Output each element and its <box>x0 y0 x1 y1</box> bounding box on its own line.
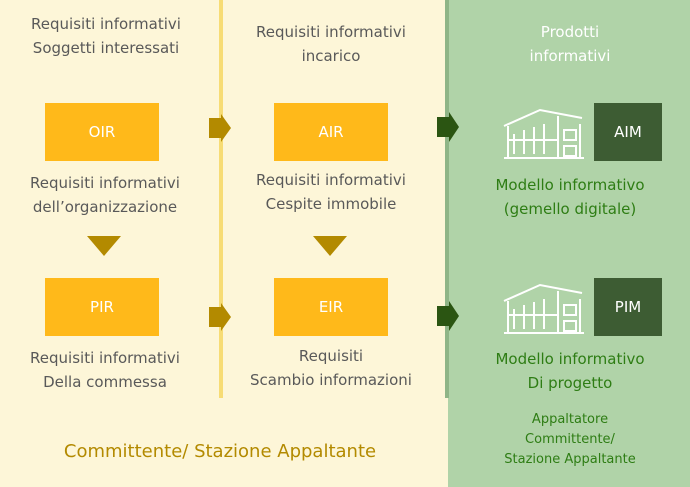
col3-desc-top: Modello informativo (gemello digitale) <box>470 173 670 221</box>
stakeholder-zone <box>0 0 448 487</box>
col1-desc-top-line1: Requisiti informativi <box>30 174 180 192</box>
col2-header-line1: Requisiti informativi <box>256 23 406 41</box>
pir-box: PIR <box>45 278 159 336</box>
eir-box: EIR <box>274 278 388 336</box>
col1-desc-top: Requisiti informativi dell’organizzazion… <box>0 171 210 219</box>
col3-desc-top-line1: Modello informativo <box>495 176 645 194</box>
zone-divider <box>445 0 449 398</box>
arrow-right-icon <box>209 114 231 142</box>
column-divider <box>219 0 223 398</box>
col2-desc-top-line2: Cespite immobile <box>265 195 397 213</box>
building-icon <box>503 283 584 334</box>
col1-desc-bottom: Requisiti informativi Della commessa <box>0 346 210 394</box>
col3-desc-top-line2: (gemello digitale) <box>503 200 637 218</box>
arrow-down-icon <box>87 236 121 256</box>
col3-desc-bottom-line2: Di progetto <box>527 374 613 392</box>
arrow-down-icon <box>313 236 347 256</box>
col3-header-line2: informativi <box>529 47 611 65</box>
col3-footer-line3: Stazione Appaltante <box>504 452 636 467</box>
col3-desc-bottom-line1: Modello informativo <box>495 350 645 368</box>
arrow-right-icon <box>437 112 459 142</box>
col1-header-line1: Requisiti informativi <box>31 15 181 33</box>
col3-footer-line2: Committente/ <box>525 432 615 447</box>
col1-desc-top-line2: dell’organizzazione <box>32 198 178 216</box>
col2-header: Requisiti informativi incarico <box>226 20 436 68</box>
col2-desc-bottom: Requisiti Scambio informazioni <box>226 344 436 392</box>
col2-header-line2: incarico <box>301 47 361 65</box>
col2-desc-top: Requisiti informativi Cespite immobile <box>226 168 436 216</box>
col1-header-line2: Soggetti interessati <box>32 39 180 57</box>
col2-desc-bottom-line1: Requisiti <box>298 347 364 365</box>
stakeholder-footer: Committente/ Stazione Appaltante <box>63 441 377 462</box>
arrow-right-icon <box>437 301 459 331</box>
col1-desc-bottom-line1: Requisiti informativi <box>30 349 180 367</box>
col2-desc-top-line1: Requisiti informativi <box>256 171 406 189</box>
col3-footer: Appaltatore Committente/ Stazione Appalt… <box>470 410 670 470</box>
products-zone <box>448 0 690 487</box>
col3-header: Prodotti informativi <box>470 20 670 68</box>
oir-box: OIR <box>45 103 159 161</box>
arrow-right-icon <box>209 303 231 331</box>
col3-header-line1: Prodotti <box>540 23 600 41</box>
pim-box: PIM <box>594 278 662 336</box>
col2-desc-bottom-line2: Scambio informazioni <box>250 371 412 389</box>
building-icon <box>503 108 584 159</box>
col1-desc-bottom-line2: Della commessa <box>43 373 167 391</box>
col3-desc-bottom: Modello informativo Di progetto <box>470 347 670 395</box>
aim-box: AIM <box>594 103 662 161</box>
col3-footer-line1: Appaltatore <box>531 412 609 427</box>
air-box: AIR <box>274 103 388 161</box>
col1-header: Requisiti informativi Soggetti interessa… <box>0 12 212 60</box>
